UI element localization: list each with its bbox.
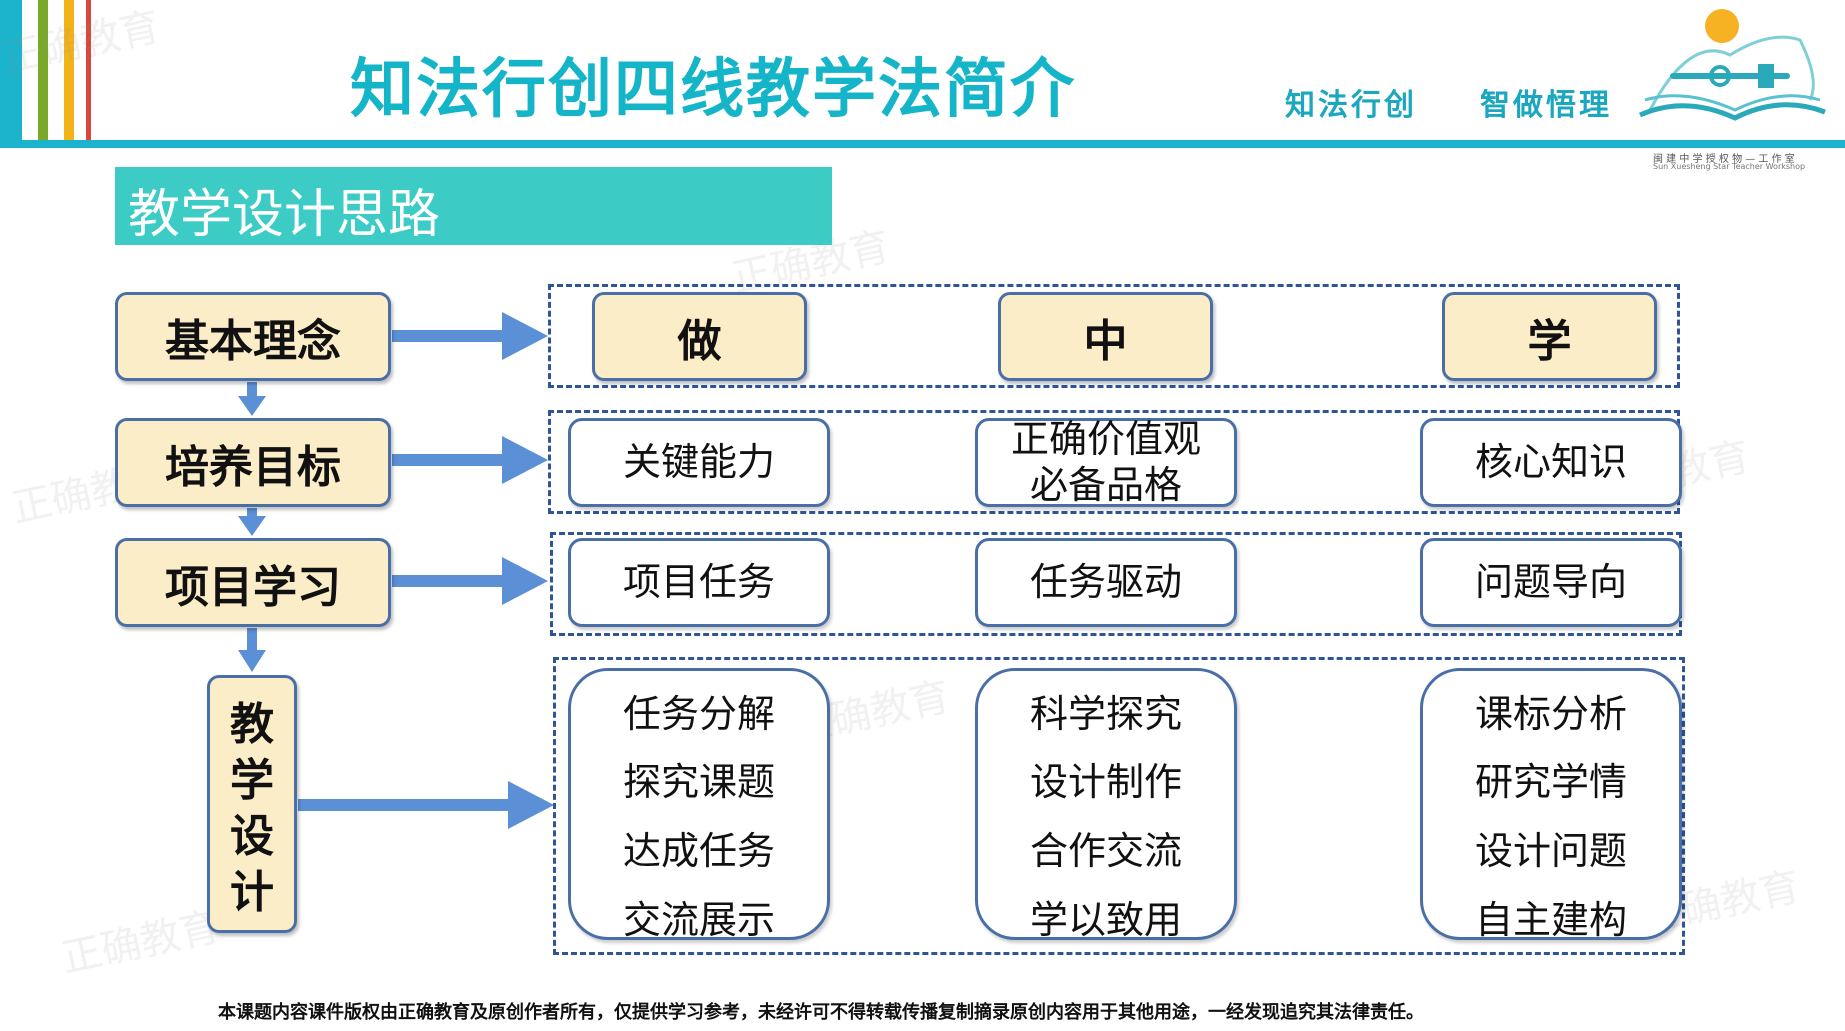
copyright-footer: 本课题内容课件版权由正确教育及原创作者所有，仅提供学习参考，未经许可不得转载传播… (218, 1002, 1424, 1023)
box-design-col3: 课标分析 研究学情 设计问题 自主建构 (1420, 668, 1682, 942)
row4-frame (553, 657, 1685, 955)
list-item: 达成任务 (622, 829, 775, 873)
arrow-down-1-head (238, 396, 266, 416)
box-project-task: 项目任务 (568, 538, 830, 627)
arrow-down-2-head (238, 516, 266, 536)
box-design-col1: 任务分解 探究课题 达成任务 交流展示 (568, 668, 830, 942)
box-project-learning: 项目学习 (115, 538, 391, 627)
character-line: 必备品格 (1029, 462, 1182, 507)
box-task-driven: 任务驱动 (975, 538, 1237, 627)
slogan-left: 知法行创 (1285, 88, 1417, 123)
arrow-right-2 (392, 454, 510, 466)
teaching-design-char: 学 (230, 755, 274, 806)
box-middle: 中 (998, 292, 1213, 381)
list-item: 研究学情 (1474, 760, 1627, 804)
arrow-right-4-head (508, 781, 554, 829)
header-divider (0, 140, 1845, 148)
row1-frame (548, 284, 1680, 388)
arrow-down-3 (247, 628, 257, 654)
arrow-right-2-head (502, 436, 548, 484)
box-training-goal: 培养目标 (115, 418, 391, 507)
list-item: 交流展示 (622, 898, 775, 942)
box-teaching-design: 教 学 设 计 (207, 675, 297, 933)
stripe-yellow (64, 0, 74, 140)
arrow-down-1 (247, 382, 257, 398)
list-item: 学以致用 (1029, 898, 1182, 942)
logo-caption-line2: Sun Xuesheng Star Teacher Workshop (1653, 162, 1806, 171)
box-core-knowledge: 核心知识 (1420, 418, 1682, 507)
logo-caption-line1: 闽 建 中 学 授 权 物 — 工 作 室 (1653, 154, 1795, 165)
arrow-right-1-head (502, 312, 548, 360)
page-title: 知法行创四线教学法简介 (350, 53, 1076, 127)
list-item: 设计问题 (1474, 829, 1627, 873)
teaching-design-char: 教 (230, 699, 274, 750)
section-title-bar (115, 167, 832, 245)
arrow-right-3-head (502, 557, 548, 605)
list-item: 课标分析 (1474, 692, 1627, 736)
logo-graphic (1638, 9, 1826, 121)
list-item: 探究课题 (622, 760, 775, 804)
box-values-character: 正确价值观 必备品格 (975, 416, 1237, 507)
box-do: 做 (592, 292, 807, 381)
section-title: 教学设计思路 (128, 185, 441, 245)
arrow-right-1 (392, 330, 510, 342)
stripe-olive (38, 0, 48, 140)
stripe-teal (0, 0, 22, 140)
workshop-logo (1630, 0, 1845, 175)
slogan-right: 智做悟理 (1480, 88, 1612, 123)
box-basic-concept: 基本理念 (115, 292, 391, 381)
values-line: 正确价值观 (1010, 416, 1201, 461)
teaching-design-char: 设 (230, 811, 274, 862)
arrow-down-3-head (238, 650, 266, 672)
arrow-right-4 (298, 799, 516, 811)
stripe-red (86, 0, 91, 140)
list-item: 自主建构 (1474, 898, 1627, 942)
box-key-ability: 关键能力 (568, 418, 830, 507)
teaching-design-char: 计 (230, 867, 274, 918)
list-item: 任务分解 (622, 692, 775, 736)
arrow-down-2 (247, 508, 257, 520)
box-design-col2: 科学探究 设计制作 合作交流 学以致用 (975, 668, 1237, 942)
list-item: 科学探究 (1029, 692, 1182, 736)
box-learn: 学 (1442, 292, 1657, 381)
box-problem-oriented: 问题导向 (1420, 538, 1682, 627)
arrow-right-3 (392, 575, 510, 587)
list-item: 合作交流 (1029, 829, 1182, 873)
list-item: 设计制作 (1029, 760, 1182, 804)
